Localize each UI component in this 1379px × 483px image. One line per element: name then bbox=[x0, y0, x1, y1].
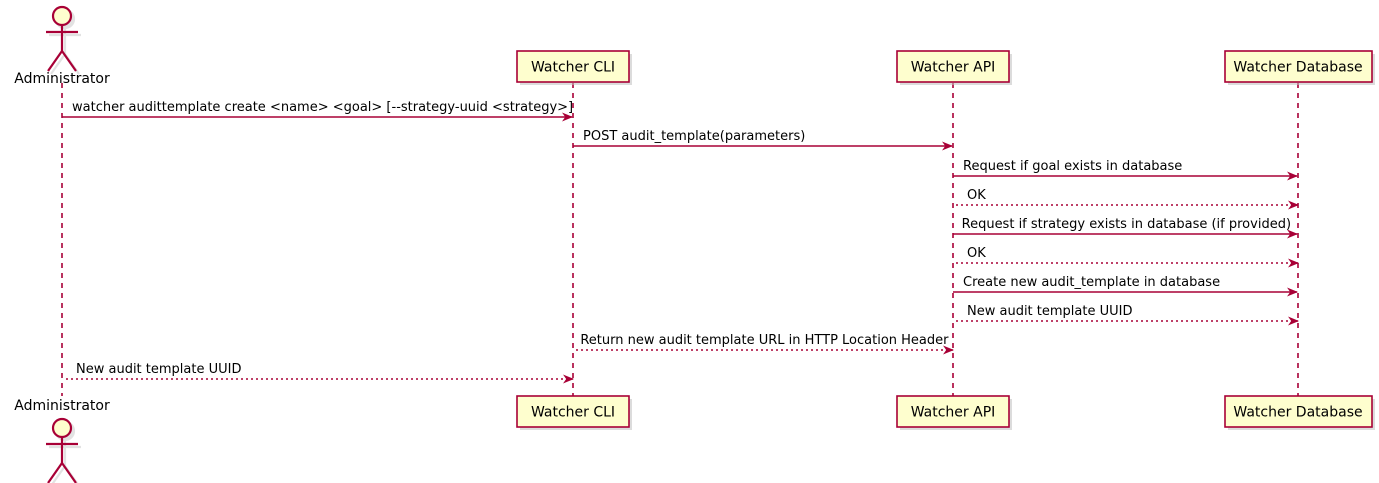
message-4[interactable]: OK bbox=[954, 188, 1299, 210]
message-label-6: OK bbox=[967, 246, 986, 261]
messages-group: watcher audittemplate create <name> <goa… bbox=[62, 100, 1299, 384]
actor-head-icon bbox=[51, 417, 73, 439]
participant-box-watcher-api-foot[interactable] bbox=[896, 395, 1010, 428]
message-2[interactable]: POST audit_template(parameters) bbox=[573, 129, 953, 151]
participant-box-watcher-api-head[interactable] bbox=[896, 50, 1010, 83]
message-9[interactable]: Return new audit template URL in HTTP Lo… bbox=[574, 333, 954, 355]
lifelines-group bbox=[61, 83, 1299, 396]
message-7[interactable]: Create new audit_template in database bbox=[953, 275, 1298, 297]
message-6[interactable]: OK bbox=[954, 246, 1299, 268]
participant-box-watcher-cli-foot[interactable] bbox=[516, 395, 630, 428]
participant-label-watcher-database-foot: Watcher Database bbox=[1233, 405, 1362, 421]
participant-box-watcher-database-head[interactable] bbox=[1224, 50, 1373, 83]
actor-label-administrator-head: Administrator bbox=[14, 71, 110, 87]
participant-label-watcher-api-foot: Watcher API bbox=[911, 405, 996, 421]
participant-heads-group: Watcher CLI Watcher API Watcher Database bbox=[516, 50, 1375, 85]
message-5[interactable]: Request if strategy exists in database (… bbox=[953, 217, 1298, 239]
actor-label-administrator-foot: Administrator bbox=[14, 398, 110, 414]
message-8[interactable]: New audit template UUID bbox=[954, 304, 1299, 326]
participant-label-watcher-cli-head: Watcher CLI bbox=[531, 60, 615, 76]
message-10[interactable]: New audit template UUID bbox=[63, 362, 574, 384]
message-label-4: OK bbox=[967, 188, 986, 203]
actor-leg-right-icon bbox=[61, 50, 77, 72]
actor-figure-administrator-head[interactable] bbox=[46, 5, 81, 75]
message-label-5: Request if strategy exists in database (… bbox=[962, 217, 1291, 232]
participant-box-watcher-cli-head[interactable] bbox=[516, 50, 630, 83]
message-3[interactable]: Request if goal exists in database bbox=[953, 159, 1298, 181]
actor-leg-right-icon bbox=[61, 462, 77, 483]
message-label-2: POST audit_template(parameters) bbox=[583, 129, 805, 144]
participant-box-watcher-database-foot[interactable] bbox=[1224, 395, 1373, 428]
message-label-8: New audit template UUID bbox=[967, 304, 1132, 319]
message-1[interactable]: watcher audittemplate create <name> <goa… bbox=[62, 100, 573, 122]
message-label-9: Return new audit template URL in HTTP Lo… bbox=[580, 333, 949, 348]
message-label-7: Create new audit_template in database bbox=[963, 275, 1220, 290]
participant-label-watcher-database-head: Watcher Database bbox=[1233, 60, 1362, 76]
message-label-3: Request if goal exists in database bbox=[963, 159, 1182, 174]
message-label-1: watcher audittemplate create <name> <goa… bbox=[72, 100, 573, 115]
actor-head-icon bbox=[51, 5, 73, 27]
message-label-10: New audit template UUID bbox=[76, 362, 241, 377]
participant-label-watcher-api-head: Watcher API bbox=[911, 60, 996, 76]
participant-feet-group: Watcher CLI Watcher API Watcher Database bbox=[516, 395, 1375, 430]
actor-leg-left-icon bbox=[47, 50, 63, 72]
actor-figure-administrator-foot[interactable] bbox=[46, 417, 81, 483]
participant-label-watcher-cli-foot: Watcher CLI bbox=[531, 405, 615, 421]
actor-leg-left-icon bbox=[47, 462, 63, 483]
